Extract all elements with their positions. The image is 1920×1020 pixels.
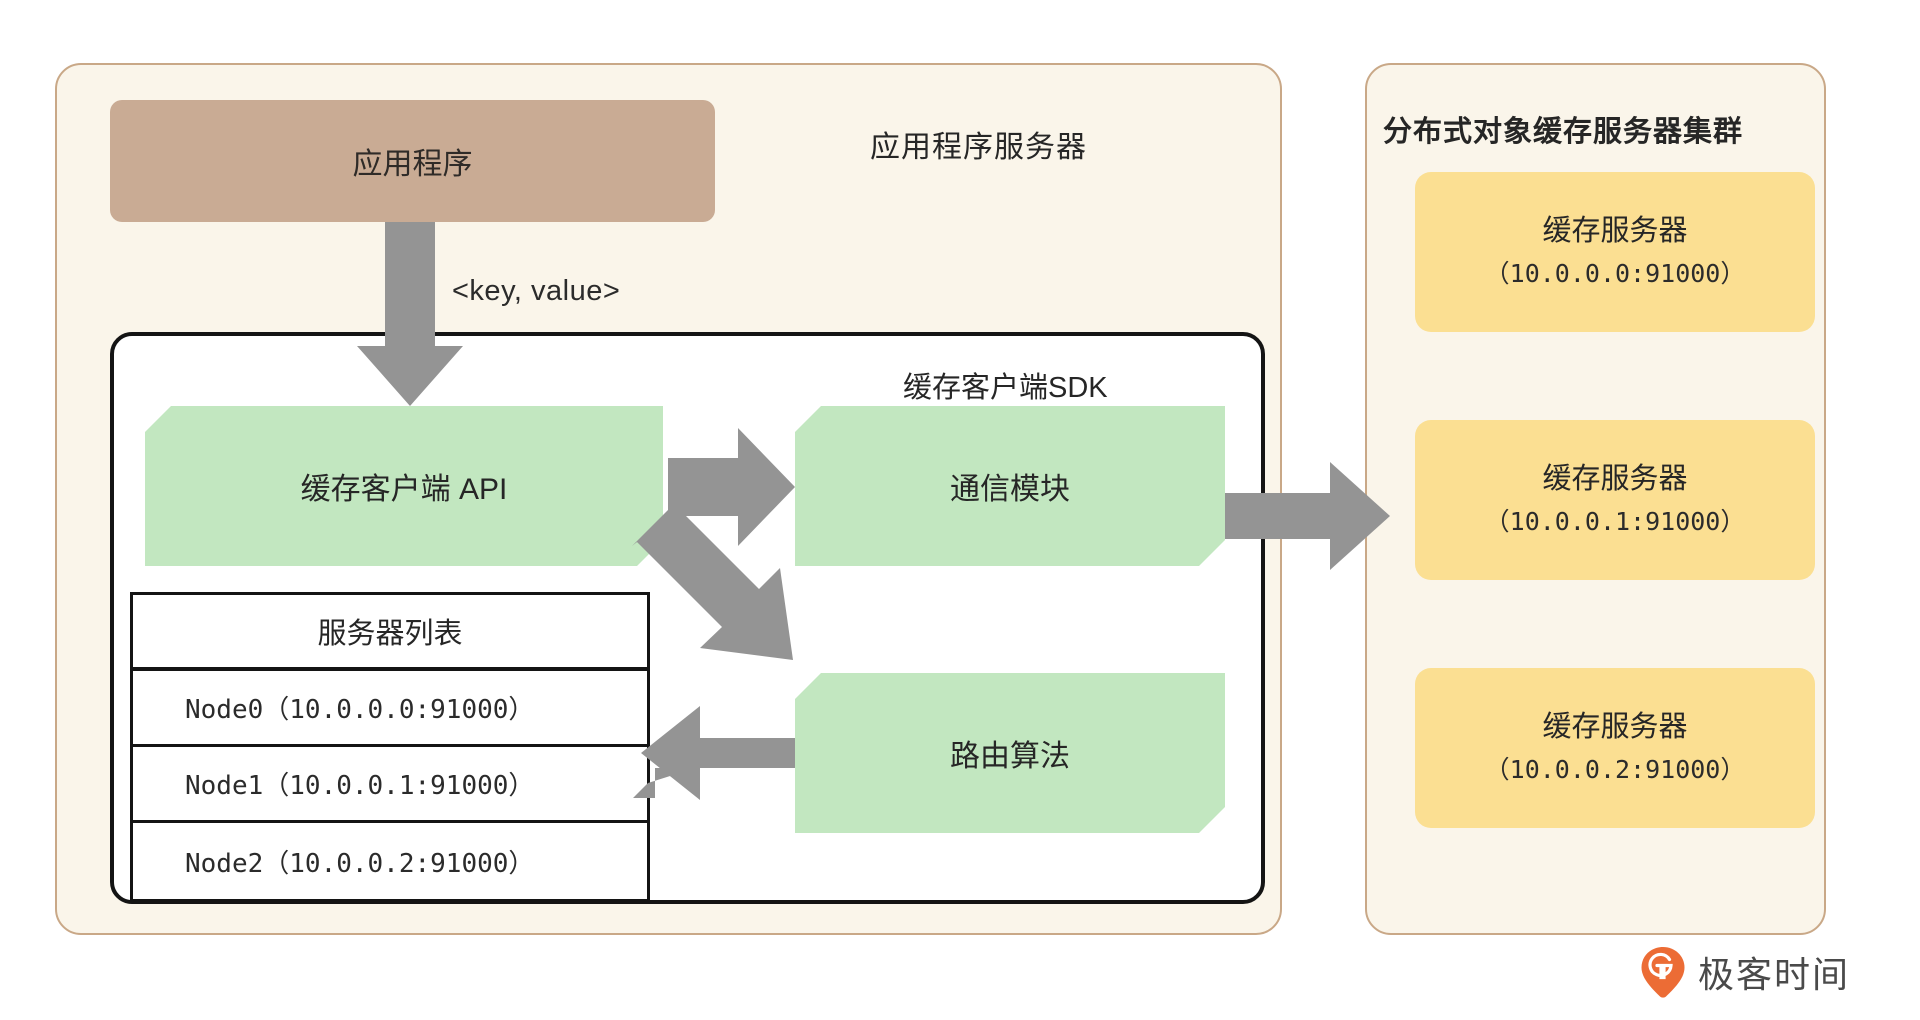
cache-server-address: （10.0.0.0:91000） xyxy=(1484,258,1746,288)
table-row: Node1（10.0.0.1:91000） xyxy=(133,747,647,823)
cache-server-name: 缓存服务器 xyxy=(1542,215,1688,248)
cache-client-api-label: 缓存客户端 API xyxy=(300,473,508,506)
cache-cluster-panel-title: 分布式对象缓存服务器集群 xyxy=(1383,116,1744,148)
app-server-panel-title: 应用程序服务器 xyxy=(870,131,1087,164)
brand-name: 极客时间 xyxy=(1697,954,1850,995)
app-program-label: 应用程序 xyxy=(352,148,473,181)
server-list-header: 服务器列表 xyxy=(133,595,647,671)
table-row: Node2（10.0.0.2:91000） xyxy=(185,848,535,879)
communication-module-label: 通信模块 xyxy=(950,473,1070,506)
app-program-box: 应用程序 xyxy=(110,100,715,222)
table-row: Node0（10.0.0.0:91000） xyxy=(133,671,647,747)
cache-server-address: （10.0.0.1:91000） xyxy=(1484,506,1746,536)
cache-server-card: 缓存服务器 （10.0.0.2:91000） xyxy=(1415,668,1815,828)
cache-server-card: 缓存服务器 （10.0.0.1:91000） xyxy=(1415,420,1815,580)
server-list-table: 服务器列表 Node0（10.0.0.0:91000） Node1（10.0.0… xyxy=(130,592,650,902)
key-value-flow-label: <key, value> xyxy=(452,275,621,307)
cache-server-address: （10.0.0.2:91000） xyxy=(1484,754,1746,784)
communication-module-box: 通信模块 xyxy=(795,406,1225,566)
cache-client-sdk-title: 缓存客户端SDK xyxy=(903,372,1108,404)
routing-algorithm-box: 路由算法 xyxy=(795,673,1225,833)
cache-client-api-box: 缓存客户端 API xyxy=(145,406,663,566)
cache-server-name: 缓存服务器 xyxy=(1542,711,1688,744)
cache-server-name: 缓存服务器 xyxy=(1542,463,1688,496)
geekbang-pin-icon xyxy=(1641,947,1685,998)
cache-server-card: 缓存服务器 （10.0.0.0:91000） xyxy=(1415,172,1815,332)
routing-algorithm-label: 路由算法 xyxy=(950,740,1070,773)
footer-logo: 极客时间 xyxy=(1640,946,1850,998)
